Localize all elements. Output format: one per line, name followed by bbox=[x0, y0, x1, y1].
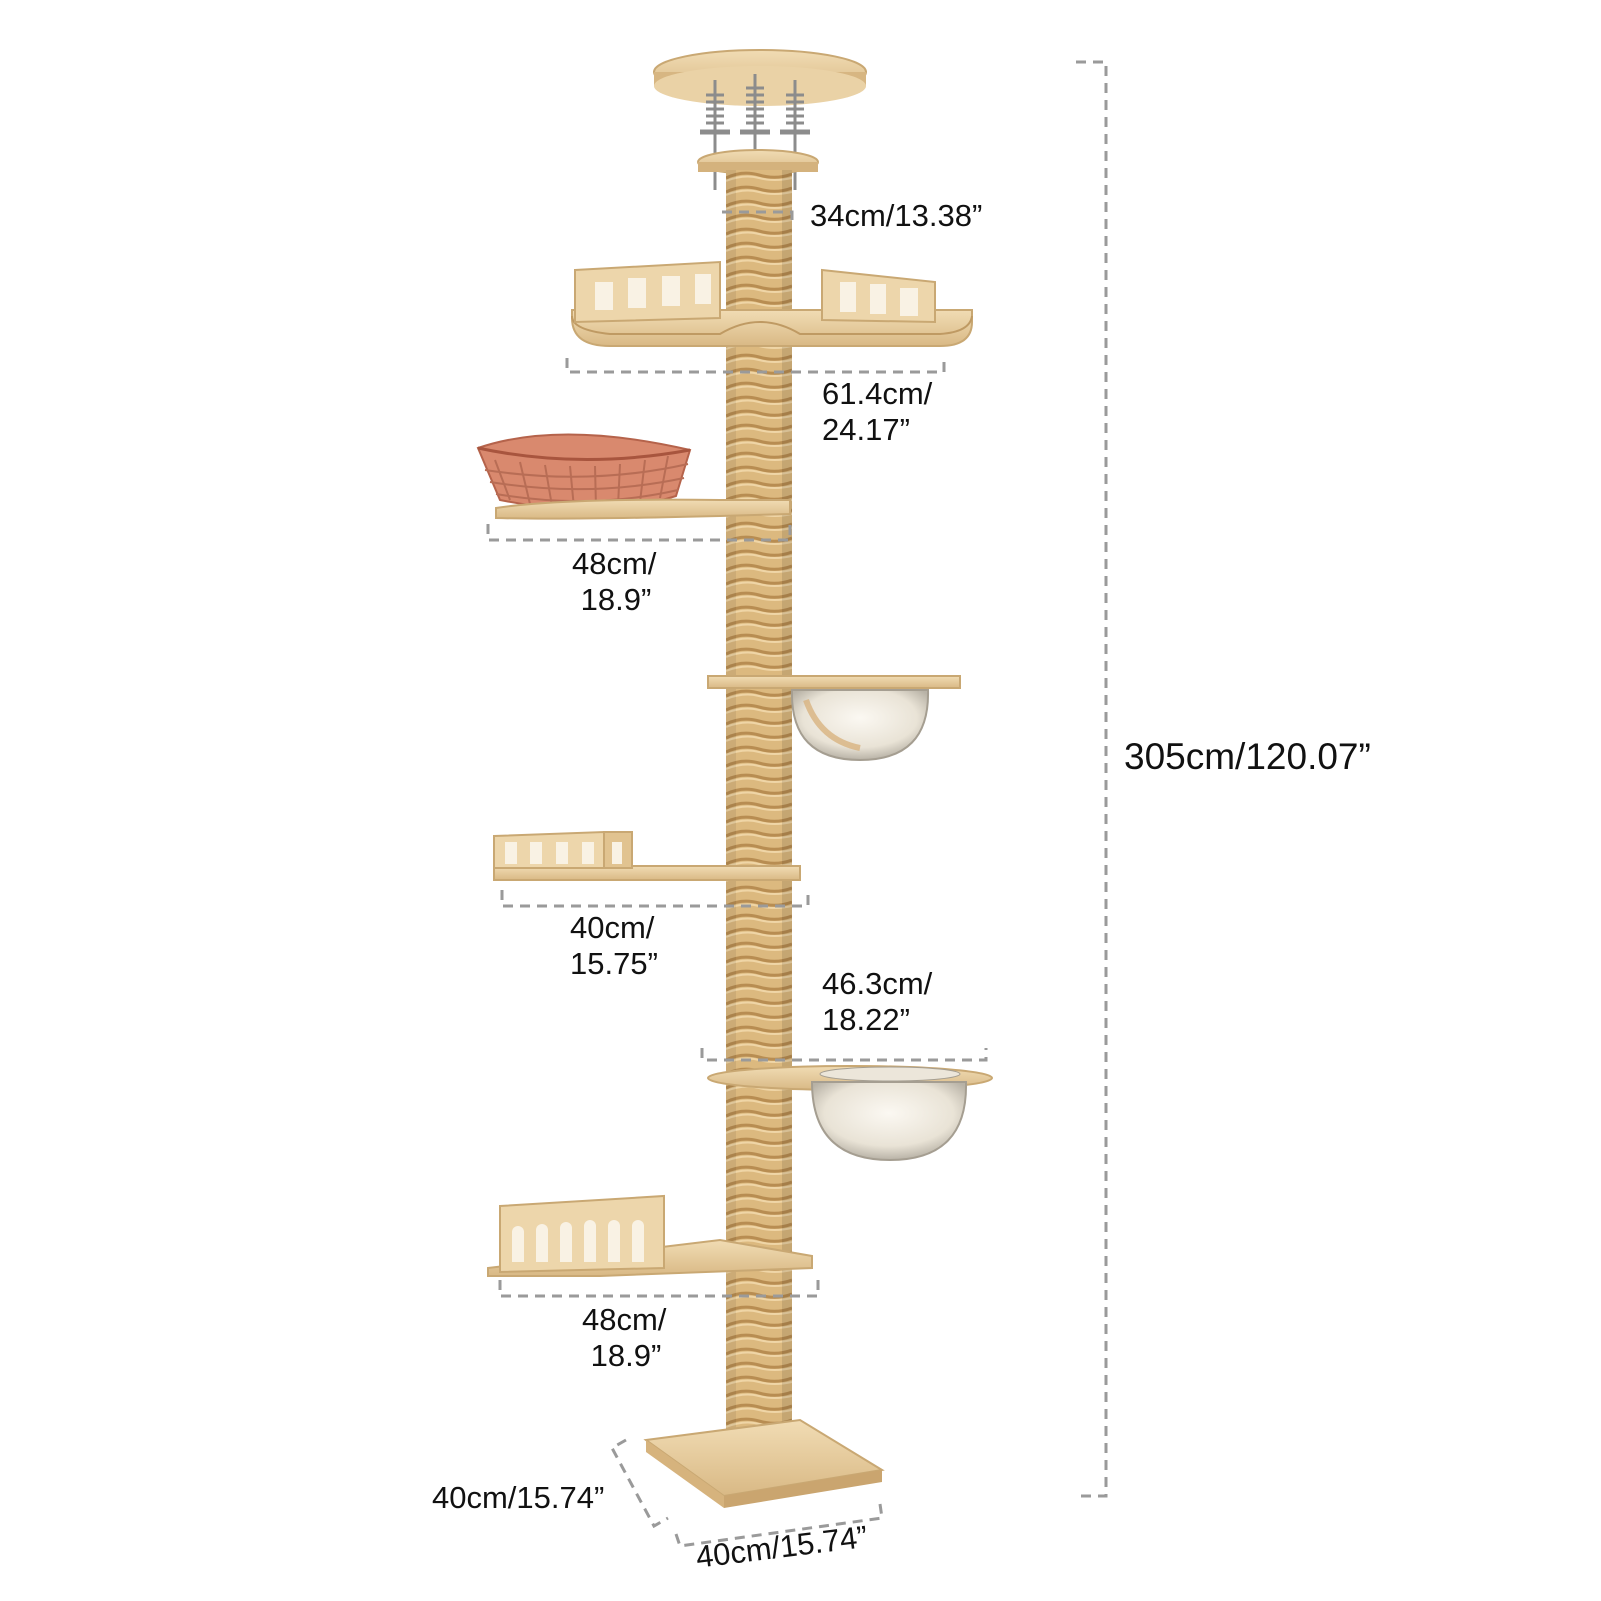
top-platform-dimension: 61.4cm/ 24.17” bbox=[822, 376, 933, 447]
top-platform bbox=[571, 260, 973, 347]
lower-bowl-dimension: 46.3cm/ 18.22” bbox=[822, 966, 933, 1037]
fence-shelf bbox=[493, 830, 801, 881]
bottom-fence-shelf bbox=[487, 1194, 813, 1277]
base-depth-dimension: 40cm/15.74” bbox=[432, 1480, 605, 1515]
upper-bowl-shelf bbox=[707, 675, 961, 762]
total-height-dimension: 305cm/120.07” bbox=[1124, 736, 1371, 777]
basket-shelf-dimension: 48cm/ 18.9” bbox=[572, 546, 657, 617]
basket-shelf bbox=[476, 433, 791, 520]
dimension-lines bbox=[486, 60, 1108, 1548]
lower-bowl-shelf bbox=[707, 1065, 993, 1162]
bottom-shelf-dimension: 48cm/ 18.9” bbox=[582, 1302, 667, 1373]
fence-shelf-dimension: 40cm/ 15.75” bbox=[570, 910, 658, 981]
base-plate bbox=[643, 1418, 885, 1508]
top-post-dimension: 34cm/13.38” bbox=[810, 198, 983, 233]
ceiling-plate bbox=[653, 49, 867, 106]
